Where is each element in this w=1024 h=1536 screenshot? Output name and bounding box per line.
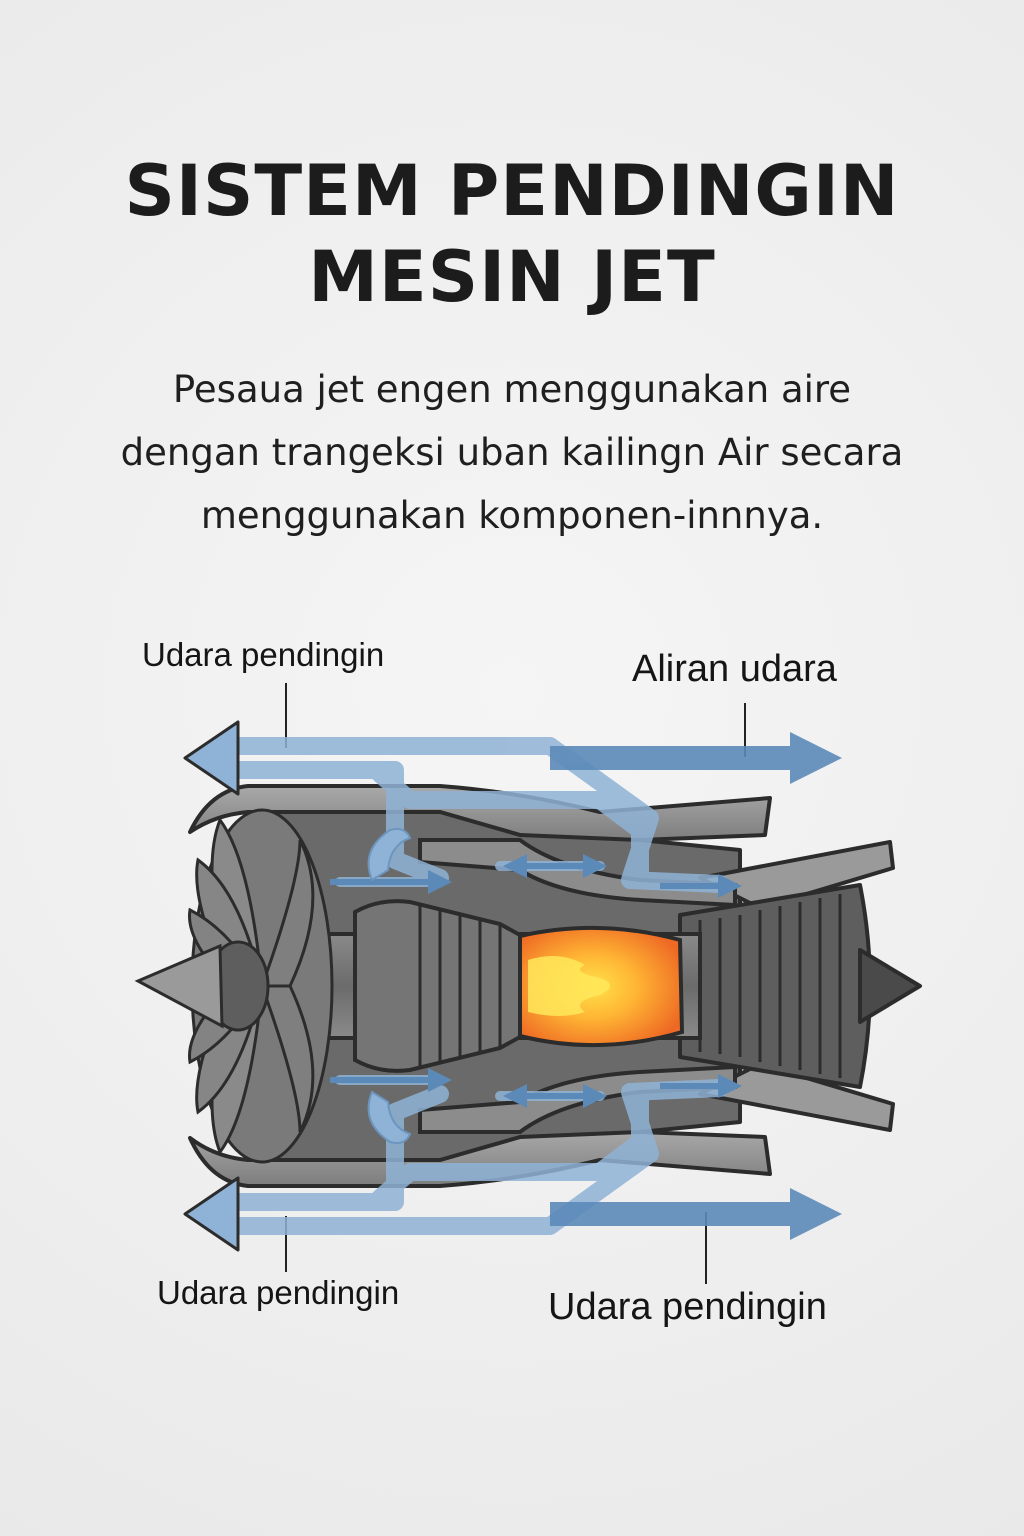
label-cooling-air-top-left: Udara pendingin [142, 636, 385, 673]
interior-flow-arrows [330, 854, 742, 1108]
cooling-channel-lower-outer [221, 1079, 729, 1235]
exhaust-nozzle-upper [698, 840, 895, 910]
intro-line-2: dengan trangeksi uban kailingn Air secar… [120, 431, 904, 474]
compressor-spool [353, 899, 522, 1073]
swirl-arrow-bottom [367, 1090, 412, 1144]
intro-paragraph: Pesaua jet engen menggunakan aire dengan… [0, 358, 1024, 547]
airflow-arrow-bottom [550, 1188, 842, 1240]
jet-engine-diagram [134, 683, 922, 1284]
label-cooling-air-bottom-left: Udara pendingin [157, 1274, 400, 1311]
fan-blade [259, 984, 315, 1133]
fan-blade [259, 839, 315, 988]
arrow-left-bottom [183, 1176, 240, 1252]
swirl-arrows [367, 828, 412, 1144]
cooling-channel-upper-inner [221, 761, 449, 887]
arrow-left-top [183, 720, 240, 796]
cooling-air-arrowheads [183, 720, 240, 1252]
page-title: SISTEM PENDINGIN MESIN JET [0, 148, 1024, 320]
compressor-rings [418, 904, 502, 1068]
cooling-channel-lower-mid [371, 1083, 649, 1207]
title-line-1: SISTEM PENDINGIN [124, 150, 900, 232]
flame-core [528, 956, 610, 1016]
fan-blades-icon [134, 808, 334, 1164]
cooling-channel-upper-outer [221, 737, 729, 893]
combustion-chamber [518, 925, 685, 1048]
cooling-channel-upper-mid [371, 765, 649, 889]
title-line-2: MESIN JET [308, 236, 716, 318]
label-cooling-air-bottom-right: Udara pendingin [548, 1286, 827, 1328]
airflow-arrows [550, 732, 842, 1240]
swirl-arrow-top [367, 828, 412, 882]
intro-line-1: Pesaua jet engen menggunakan aire [172, 368, 852, 411]
airflow-arrow-top [550, 732, 842, 784]
intro-line-3: menggunakan komponen-innnya. [200, 494, 824, 537]
tail-cone [858, 948, 922, 1024]
cooling-channel-lower-inner [221, 1085, 449, 1211]
nose-cone [134, 943, 224, 1029]
label-airflow-top-right: Aliran udara [632, 648, 837, 690]
